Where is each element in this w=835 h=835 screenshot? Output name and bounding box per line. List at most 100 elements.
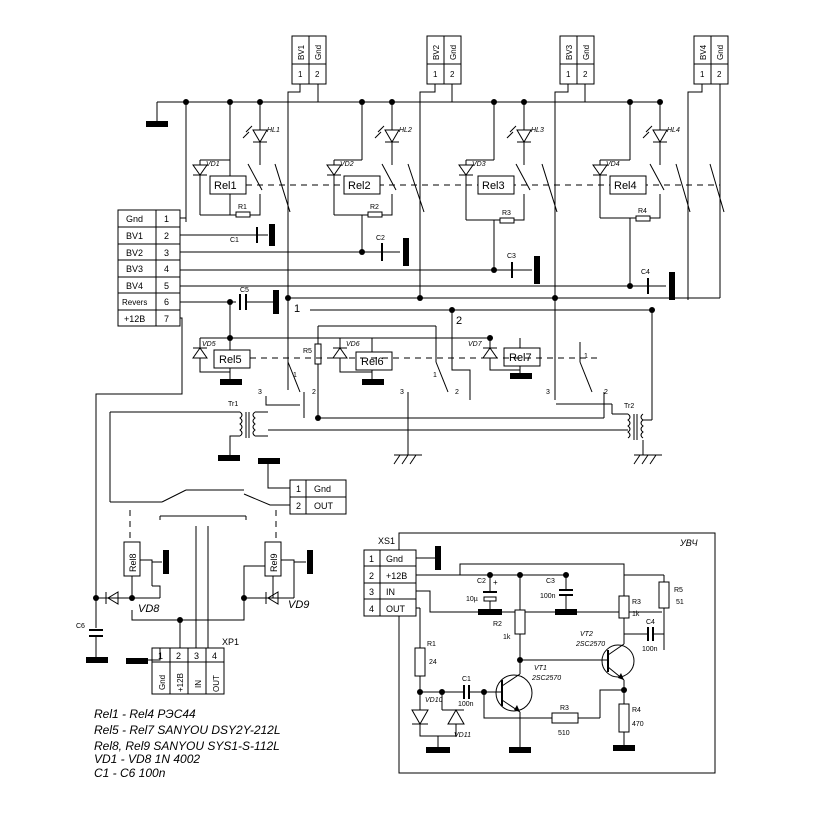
bv3-gnd-label: Gnd bbox=[582, 45, 591, 60]
uhf-r4-label: R4 bbox=[632, 707, 641, 714]
lc-label-4: BV3 bbox=[126, 264, 143, 274]
lc-label-6: Revers bbox=[122, 298, 147, 307]
rel7-contact-1: 1 bbox=[584, 353, 588, 360]
uhf-r3b-label: R3 bbox=[560, 705, 569, 712]
legend-line-2: Rel5 - Rel7 SANYOU DSY2Y-212L bbox=[94, 723, 281, 737]
rel7-contact-2: 2 bbox=[604, 389, 608, 396]
xs1-pin-1: 1 bbox=[369, 554, 374, 564]
rel6-contact-3: 3 bbox=[400, 389, 404, 396]
xp1-connector: XP1 1 2 3 4 Gnd +12B IN OUT bbox=[126, 637, 239, 695]
xp1-pin-4: 4 bbox=[212, 651, 217, 661]
r5-label: R5 bbox=[303, 348, 312, 355]
c5-label: C5 bbox=[240, 287, 249, 294]
relay-cell-1: HL1 VD1 Rel1 R1 bbox=[192, 102, 720, 218]
tr1-transformer: Tr1 bbox=[109, 401, 268, 502]
xs1-label-1: Gnd bbox=[386, 554, 403, 564]
relay-cell-4: HL4 VD4 Rel4 R4 bbox=[592, 102, 725, 284]
vd3-label: VD3 bbox=[472, 161, 486, 168]
uhf-vt2-type: 2SC2570 bbox=[575, 641, 605, 648]
c4-label: C4 bbox=[641, 269, 650, 276]
r4-label: R4 bbox=[638, 208, 647, 215]
xs1-label-2: +12B bbox=[386, 571, 407, 581]
bv3-connector: BV3 Gnd 1 2 bbox=[559, 35, 595, 85]
lc-label-7: +12B bbox=[124, 314, 145, 324]
lc-label-3: BV2 bbox=[126, 248, 143, 258]
bv1-pin1: 1 bbox=[298, 70, 303, 79]
uhf-vt2-label: VT2 bbox=[580, 631, 593, 638]
node-1-label: 1 bbox=[294, 303, 300, 315]
rel1-label: Rel1 bbox=[214, 180, 237, 192]
legend-line-5: C1 - C6 100n bbox=[94, 766, 166, 780]
lc-label-5: BV4 bbox=[126, 281, 143, 291]
out-connector: 1 2 Gnd OUT bbox=[110, 458, 347, 648]
uhf-title: УВЧ bbox=[679, 538, 698, 548]
xs1-label: XS1 bbox=[378, 536, 395, 546]
uhf-vt1-type: 2SC2570 bbox=[531, 675, 561, 682]
rel6-label: Rel6 bbox=[361, 356, 384, 368]
bv2-gnd-label: Gnd bbox=[449, 45, 458, 60]
rel5-contact-1: 1 bbox=[293, 372, 297, 379]
uhf-block: УВЧ XS1 1 2 3 4 Gnd +12B IN OUT C2 + 10µ bbox=[363, 532, 716, 774]
bv2-connector: BV2 Gnd 1 2 bbox=[426, 35, 462, 85]
r1-label: R1 bbox=[238, 204, 247, 211]
xp1-label-1: Gnd bbox=[158, 675, 167, 690]
vd9-label: VD9 bbox=[288, 599, 309, 611]
xp1-pin-3: 3 bbox=[194, 651, 199, 661]
vd2-label: VD2 bbox=[340, 161, 354, 168]
uhf-r4-value: 470 bbox=[632, 721, 644, 728]
uhf-r3a-label: R3 bbox=[632, 599, 641, 606]
uhf-r3a-value: 1k bbox=[632, 611, 640, 618]
rel2-label: Rel2 bbox=[348, 180, 371, 192]
uhf-r5-label: R5 bbox=[674, 587, 683, 594]
bv2-pin2: 2 bbox=[450, 70, 455, 79]
rel8-group: Rel8 VD8 C6 bbox=[76, 541, 183, 663]
bv4-connector: BV4 Gnd 1 2 bbox=[693, 35, 729, 85]
xp1-pin-2: 2 bbox=[176, 651, 181, 661]
mid-relay-row: VD5 Rel5 R5 VD6 Rel6 VD7 Rel7 bbox=[192, 298, 620, 455]
left-connector-buses: C1 C2 C3 C4 C5 bbox=[95, 102, 675, 600]
vd7-label: VD7 bbox=[468, 341, 483, 348]
rel7-label: Rel7 bbox=[509, 352, 532, 364]
bv1-label: BV1 bbox=[297, 44, 306, 60]
hl2-label: HL2 bbox=[399, 127, 412, 134]
uhf-c2-label: C2 bbox=[477, 578, 486, 585]
rel7-contact-3: 3 bbox=[546, 389, 550, 396]
tr2-label: Tr2 bbox=[624, 403, 634, 410]
xp1-pin-1: 1 bbox=[158, 651, 163, 661]
out-label-1: Gnd bbox=[314, 484, 331, 494]
legend: Rel1 - Rel4 РЭС44 Rel5 - Rel7 SANYOU DSY… bbox=[94, 707, 281, 780]
lc-pin-3: 3 bbox=[164, 248, 169, 258]
bv3-label: BV3 bbox=[565, 44, 574, 60]
xs1-pin-4: 4 bbox=[369, 604, 374, 614]
c3-label: C3 bbox=[507, 253, 516, 260]
r2-label: R2 bbox=[370, 204, 379, 211]
uhf-c1-value: 100n bbox=[458, 701, 474, 708]
uhf-r1-label: R1 bbox=[427, 641, 436, 648]
lc-pin-1: 1 bbox=[164, 214, 169, 224]
chassis-ground-mid bbox=[393, 454, 422, 465]
xp1-label: XP1 bbox=[222, 637, 239, 647]
c2-label: C2 bbox=[376, 235, 385, 242]
uhf-r5-value: 51 bbox=[676, 599, 684, 606]
bv2-pin1: 1 bbox=[433, 70, 438, 79]
hl4-label: HL4 bbox=[667, 127, 680, 134]
uhf-r3b-value: 510 bbox=[558, 730, 570, 737]
rel9-label: Rel9 bbox=[269, 553, 279, 572]
uhf-r2-value: 1k bbox=[503, 634, 511, 641]
legend-line-4: VD1 - VD8 1N 4002 bbox=[94, 752, 200, 766]
uhf-c2-plus: + bbox=[493, 578, 498, 587]
uhf-c2-value: 10µ bbox=[466, 596, 478, 603]
xs1-pin-2: 2 bbox=[369, 571, 374, 581]
legend-line-3: Rel8, Rel9 SANYOU SYS1-S-112L bbox=[94, 739, 280, 753]
uhf-c4-value: 100n bbox=[642, 646, 658, 653]
rel8-label: Rel8 bbox=[128, 553, 138, 572]
relay-cell-3: HL3 VD3 Rel3 R3 bbox=[458, 102, 558, 270]
xp1-label-4: OUT bbox=[212, 675, 221, 692]
rel5-label: Rel5 bbox=[219, 354, 242, 366]
legend-line-1: Rel1 - Rel4 РЭС44 bbox=[94, 707, 196, 721]
rel6-contact-2: 2 bbox=[455, 389, 459, 396]
c6-label: C6 bbox=[76, 623, 85, 630]
bv4-gnd-label: Gnd bbox=[716, 45, 725, 60]
xs1-pin-3: 3 bbox=[369, 587, 374, 597]
uhf-c3-value: 100n bbox=[540, 593, 556, 600]
